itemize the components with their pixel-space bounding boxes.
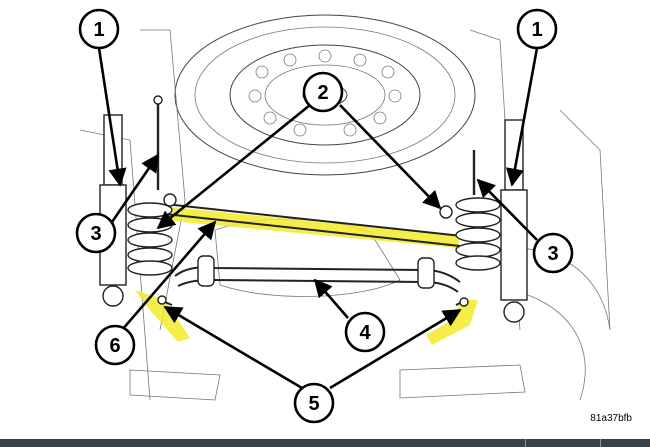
callout-5-label: 5 [308, 393, 319, 415]
callout-3-left-label: 3 [90, 223, 101, 245]
callout-4: 4 [344, 311, 386, 353]
callout-1-left-label: 1 [93, 19, 104, 41]
lower-mount-bolts [157, 295, 469, 307]
callout-4-label: 4 [359, 322, 371, 344]
callout-2: 2 [302, 71, 344, 113]
footer-bar-divider [525, 439, 526, 447]
callout-2-label: 2 [317, 82, 328, 104]
callout-1-right-label: 1 [531, 19, 542, 41]
callout-3-right-label: 3 [547, 243, 558, 265]
track-bar [164, 203, 463, 247]
callout-3-right: 3 [532, 232, 574, 274]
callout-3-left: 3 [75, 212, 117, 254]
leader-5-right [329, 308, 462, 390]
callout-6-label: 6 [109, 335, 120, 357]
right-shock-absorber [500, 119, 528, 323]
leader-3-right [476, 178, 538, 241]
callout-1-right: 1 [516, 8, 558, 50]
leader-2-right [339, 104, 442, 210]
left-coil-spring [127, 202, 173, 276]
leader-1-right [505, 47, 539, 187]
jounce-bumper-rods [153, 95, 476, 219]
callout-5: 5 [293, 382, 335, 424]
leader-lines [97, 47, 539, 390]
spare-tire-sketch [174, 14, 476, 176]
callout-1-left: 1 [78, 8, 120, 50]
leader-6 [121, 220, 217, 331]
leader-1-left [97, 47, 127, 187]
reference-code: 81a37bfb [590, 413, 632, 424]
footer-bar-divider [600, 439, 601, 447]
leader-3-left [110, 153, 160, 223]
footer-bar [0, 439, 650, 447]
leader-4 [313, 278, 349, 319]
leader-5-left [163, 305, 303, 390]
right-coil-spring [455, 197, 501, 271]
callout-6: 6 [94, 324, 136, 366]
leader-2-left [156, 103, 311, 230]
